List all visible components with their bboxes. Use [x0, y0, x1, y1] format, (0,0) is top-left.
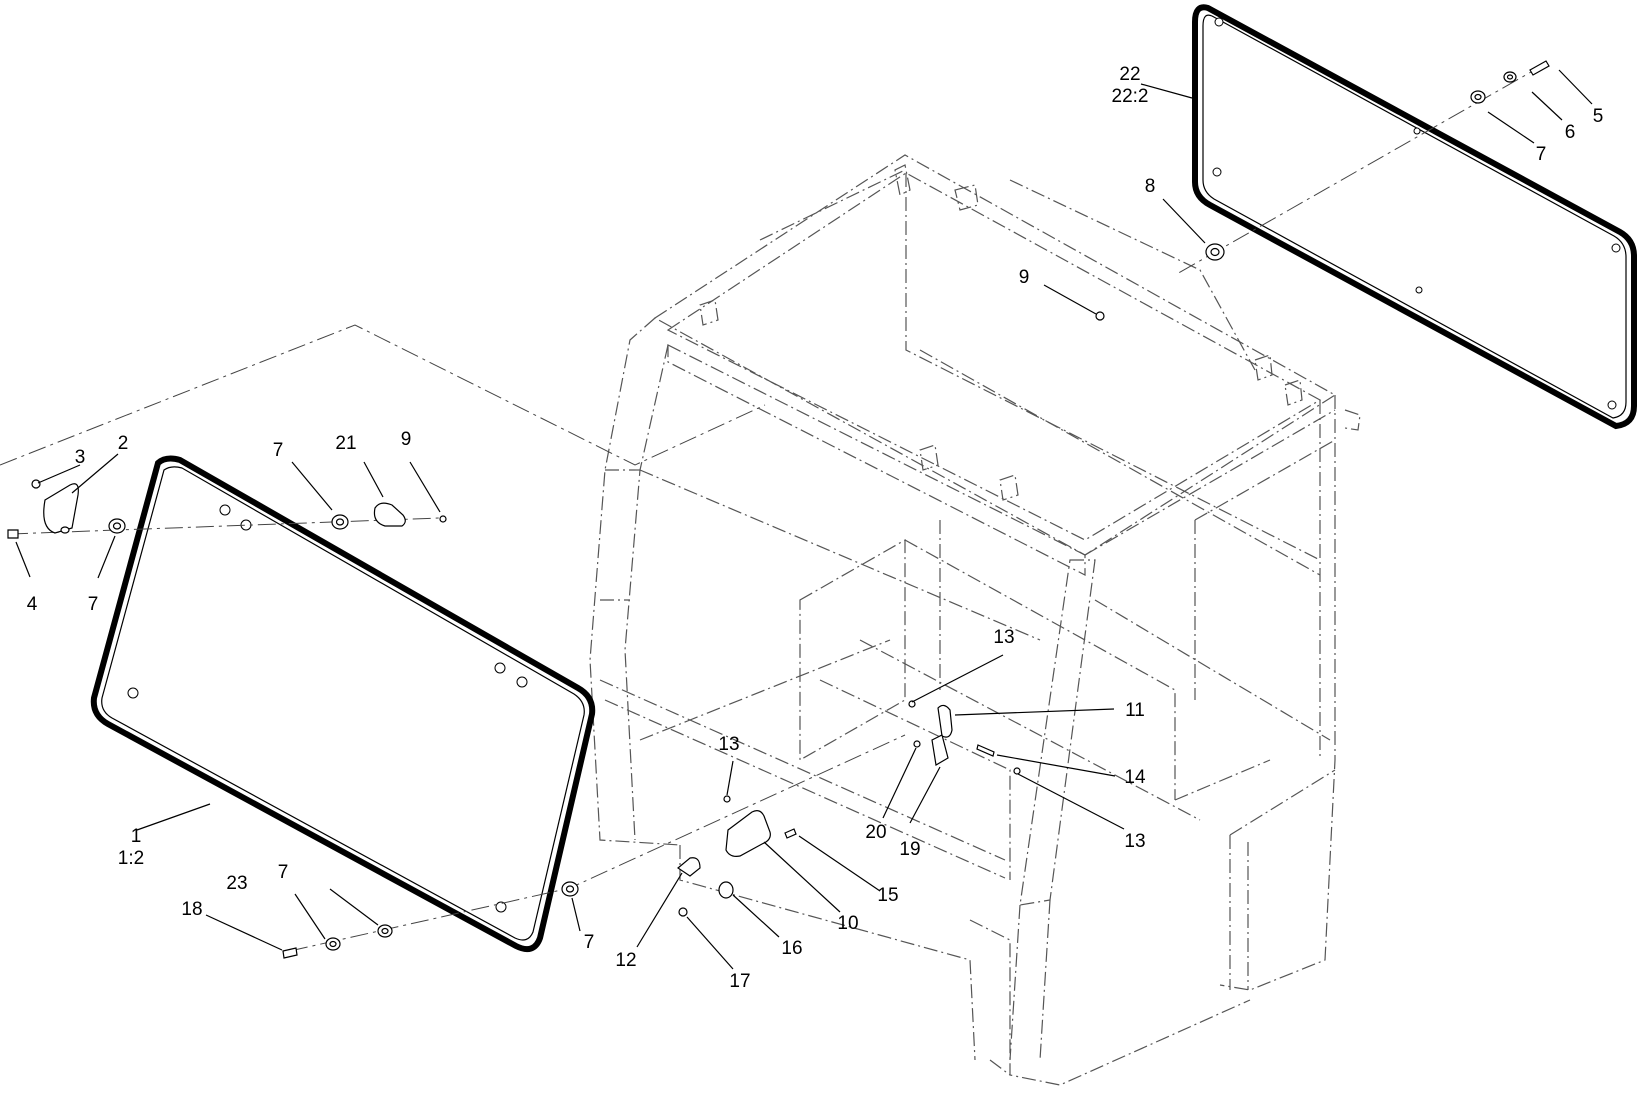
callout-6: 6 — [1565, 122, 1576, 143]
callout-7-c: 7 — [278, 862, 289, 883]
callout-7-b: 7 — [88, 594, 99, 615]
callout-23: 23 — [226, 873, 247, 894]
rear-window-panel — [1192, 4, 1637, 430]
callout-1: 1 — [131, 826, 142, 847]
callout-11: 11 — [1125, 700, 1145, 721]
leader-lines — [15, 69, 1593, 970]
upper-hardware-axis — [9, 517, 441, 535]
callout-13-b: 13 — [718, 734, 739, 755]
callout-18: 18 — [181, 899, 202, 920]
callout-12: 12 — [615, 950, 636, 971]
callout-19: 19 — [899, 839, 920, 860]
front-window-panel — [90, 455, 596, 953]
callout-7-a: 7 — [273, 440, 284, 461]
lower-left-hardware — [282, 881, 579, 959]
callout-2: 2 — [118, 433, 129, 454]
callout-1-2: 1:2 — [118, 848, 144, 869]
callout-7-top: 7 — [1536, 144, 1547, 165]
callout-3: 3 — [75, 447, 86, 468]
upper-left-hardware — [7, 479, 447, 539]
callout-17: 17 — [729, 971, 750, 992]
rear-hardware — [1095, 60, 1550, 321]
callout-labels: 22 22:2 5 6 7 8 9 3 2 7 21 9 4 7 13 11 1… — [27, 64, 1604, 992]
callout-9-top: 9 — [1019, 267, 1030, 288]
callout-5: 5 — [1593, 106, 1604, 127]
callout-13-c: 13 — [1124, 831, 1145, 852]
callout-4: 4 — [27, 594, 38, 615]
callout-7-d: 7 — [584, 932, 595, 953]
callout-15: 15 — [877, 885, 898, 906]
callout-22: 22 — [1119, 64, 1140, 85]
cab-frame — [589, 154, 1361, 1086]
callout-8: 8 — [1145, 176, 1156, 197]
callout-16: 16 — [781, 938, 802, 959]
front-panel-guide — [0, 324, 766, 466]
callout-9-left: 9 — [401, 429, 412, 450]
callout-21: 21 — [335, 433, 356, 454]
callout-22-2: 22:2 — [1112, 86, 1149, 107]
callout-13-a: 13 — [993, 627, 1014, 648]
callout-14: 14 — [1124, 767, 1146, 788]
callout-10: 10 — [837, 913, 858, 934]
latch-assembly — [676, 700, 1021, 917]
callout-20: 20 — [865, 822, 886, 843]
